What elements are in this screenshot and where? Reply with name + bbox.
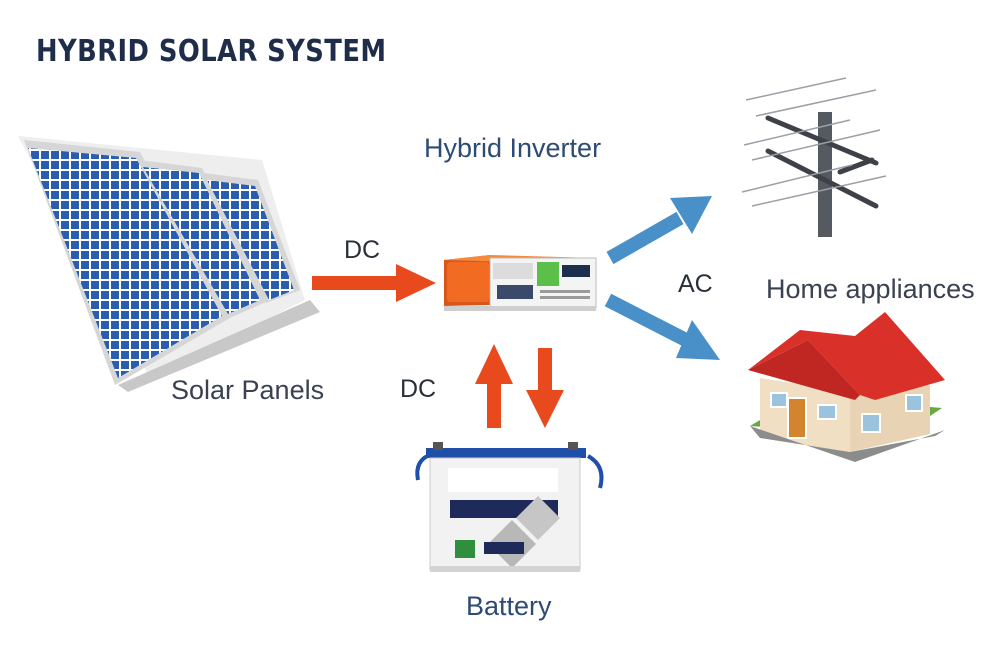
ac-arrow-to-grid: [606, 196, 712, 265]
page-title: HYBRID SOLAR SYSTEM: [36, 34, 387, 69]
home-appliances-label: Home appliances: [766, 274, 975, 304]
dc-top-label: DC: [344, 236, 381, 264]
dc-arrow-battery-to-inverter: [475, 344, 513, 428]
inverter-icon: [444, 255, 597, 311]
dc-arrow-panel-to-inverter: [312, 264, 436, 302]
ac-label: AC: [678, 270, 713, 298]
battery-icon: [415, 442, 604, 572]
ac-arrow-to-home: [604, 293, 720, 360]
inverter-label: Hybrid Inverter: [424, 133, 602, 163]
house-icon: [748, 312, 945, 462]
battery-label: Battery: [466, 591, 552, 621]
dc-arrow-inverter-to-battery: [526, 348, 564, 428]
dc-bottom-label: DC: [400, 375, 437, 403]
solar-panels-label: Solar Panels: [171, 375, 325, 405]
power-pole-icon: [741, 77, 887, 237]
solar-panel-icon: [18, 136, 320, 392]
